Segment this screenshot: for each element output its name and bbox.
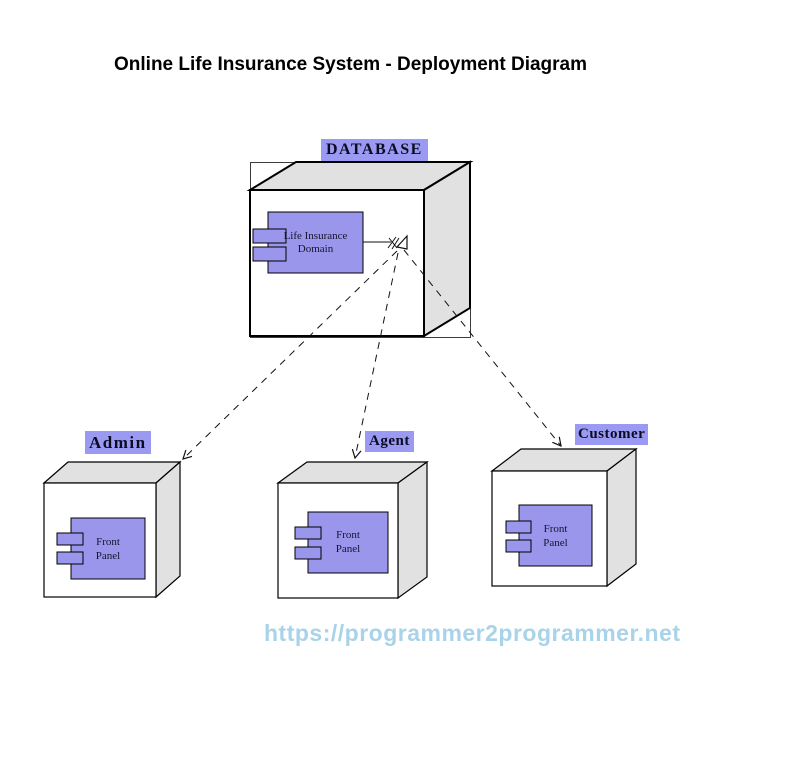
component-label-line: Life Insurance	[283, 230, 348, 242]
component-label-line: Front	[543, 523, 568, 535]
component-label-line: Front	[336, 529, 360, 541]
admin-node-label: Admin	[85, 431, 151, 455]
admin-component-body	[70, 517, 146, 580]
admin-node	[42, 460, 182, 599]
component-label-line: Front	[96, 536, 120, 548]
admin-node-right-face	[155, 460, 181, 599]
watermark-url: https://programmer2programmer.net	[264, 620, 681, 646]
admin-component-tab	[56, 532, 84, 546]
admin-component-tab	[56, 551, 84, 565]
admin-component-label: Front Panel	[71, 535, 145, 563]
component-label-line: Panel	[543, 537, 568, 549]
customer-component-label: Front Panel	[519, 522, 592, 550]
customer-node-label: Customer	[575, 424, 649, 445]
database-node-right-face	[423, 160, 471, 338]
page-title: Online Life Insurance System - Deploymen…	[114, 54, 588, 75]
database-node	[246, 160, 474, 338]
database-component-tab	[252, 228, 287, 244]
customer-component-tab	[505, 539, 532, 553]
agent-node-label: Agent	[365, 431, 414, 452]
database-node-label: DATABASE	[321, 139, 428, 161]
agent-node	[276, 460, 429, 600]
agent-component-body	[307, 511, 389, 574]
component-label-line: Panel	[95, 550, 121, 562]
dependency-arrow-customer	[403, 249, 561, 446]
agent-node-right-face	[397, 460, 428, 600]
customer-component-tab	[505, 520, 532, 534]
dependency-arrow-admin	[183, 250, 398, 459]
agent-component-label: Front Panel	[308, 528, 388, 556]
interface-connector-icon	[387, 234, 408, 250]
customer-node-right-face	[606, 447, 637, 588]
dependency-arrow-agent	[355, 252, 399, 458]
agent-component-tab	[294, 546, 322, 560]
customer-node	[490, 447, 638, 588]
component-label-line: Panel	[335, 543, 361, 555]
customer-component-body	[518, 504, 593, 567]
database-component-tab	[252, 246, 287, 262]
component-label-line: Domain	[297, 243, 334, 255]
database-component-label: Life Insurance Domain	[268, 230, 363, 256]
agent-component-tab	[294, 526, 322, 540]
